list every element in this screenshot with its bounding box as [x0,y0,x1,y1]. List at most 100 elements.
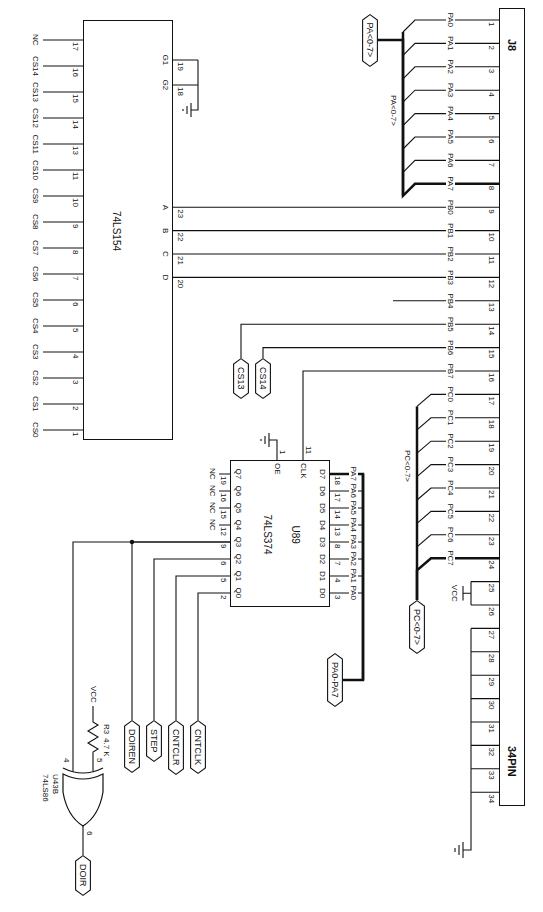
signal-name: PA5 [349,500,358,517]
signal-name: PB4 [446,292,455,309]
pin-number: 23 [176,209,185,218]
pin-number: 11 [71,172,80,180]
wire [378,40,499,196]
pin-number: 3 [333,595,342,599]
part-name: 74LS154 [111,211,122,251]
pin-number: 16 [219,493,228,502]
wire [303,371,499,460]
flag-shape [328,654,343,707]
signal-name: PA2 [446,58,455,75]
signal-name: PB5 [446,316,455,333]
output-signal: CS6 [31,266,40,282]
output-signal: CS7 [31,240,40,256]
pin-name: A [161,205,170,210]
output-signal: CS12 [31,108,40,128]
signal-name: PA4 [446,105,455,122]
ic-box: U8974LS374 [230,460,330,607]
flag-shape [410,601,425,654]
off-page-flag: STEP [146,720,162,762]
pin-number: 1 [71,432,80,436]
output-signal: CS9 [31,188,40,204]
pin-name: D2 [318,554,327,564]
output-signal: CS0 [31,422,40,438]
part-name: U89 [290,526,301,544]
output-signal: CS3 [31,344,40,360]
pin-number: 5 [219,578,228,582]
wire [132,542,230,720]
nc-label: NC [208,519,217,531]
signal-name: PA4 [349,517,358,534]
flag-shape [363,14,378,66]
pin-number: 20 [487,467,496,476]
flag-label: PA<0-7> [362,14,378,67]
signal-name: PA6 [349,483,358,500]
pin-number: 3 [71,380,80,384]
pin-name: Q5 [234,503,243,514]
flag-label: DOIREN [124,720,140,773]
pin-name: Q1 [234,571,243,582]
pin-number: 6 [71,302,80,306]
pin-number: 21 [176,256,185,265]
part-name: U43B [50,774,59,794]
off-page-flag: PC<0-7> [409,600,425,654]
pin-name: OE [273,463,282,475]
bus-name: PC<0-7> [403,450,412,482]
wire [263,348,499,358]
pin-number: 4 [333,578,342,582]
pin-number: 30 [487,701,496,710]
pin-number: 23 [487,537,496,546]
pin-number: 10 [71,198,80,207]
pin-number: 17 [71,42,80,51]
pin-number: 24 [487,560,496,569]
off-page-flag: CNTCLK [190,720,206,774]
pin-name: Q2 [234,554,243,565]
pin-number: 12 [219,527,228,536]
flag-label: CS14 [255,358,271,399]
pin-number: 18 [176,87,185,96]
pin-name: CLK [299,463,308,479]
pin-number: 11 [304,446,313,454]
output-signal: CS11 [31,135,40,154]
flag-shape [256,359,271,399]
pin-number: 22 [487,513,496,522]
pin-number: 21 [487,490,496,499]
pin-number: 7 [487,162,496,166]
pin-number: 9 [219,544,228,548]
pin-number: 4 [62,758,71,762]
pa-pin-wires [403,20,499,172]
pin-number: 29 [487,677,496,686]
off-page-flag: CS13 [233,358,249,399]
signal-name: PC6 [446,526,455,544]
wire [176,576,230,720]
flag-label: CNTCLK [190,720,206,774]
pin-number: 3 [487,69,496,73]
pin-number: 19 [487,443,496,452]
signal-name: PA3 [446,82,455,99]
signal-name: PC4 [446,479,455,497]
signal-name: PC2 [446,432,455,450]
signal-name: PC3 [446,456,455,474]
connector-header: J834PIN [499,8,525,806]
signal-name: PA3 [349,534,358,551]
signal-name: PC5 [446,502,455,520]
signal-name: PB0 [446,199,455,216]
pin-number: 6 [85,831,94,835]
output-signal: CS10 [31,160,40,180]
pin-number: 19 [176,62,185,71]
pin-number: 8 [487,186,496,190]
part-type: 34PIN [506,746,518,777]
pin-number: 18 [487,420,496,429]
pin-name: D3 [318,537,327,547]
flag-shape [169,721,184,775]
pin-number: 18 [333,476,342,485]
pin-number: 16 [487,373,496,382]
pin-number: 34 [487,794,496,803]
pin-number: 8 [333,544,342,548]
pin-name: G1 [161,55,170,66]
pin-number: 22 [176,233,185,242]
decoder-outputs [43,40,83,430]
signal-name: PB6 [446,339,455,356]
pin-name: Q3 [234,537,243,548]
off-page-flag: DOIR [75,855,91,896]
